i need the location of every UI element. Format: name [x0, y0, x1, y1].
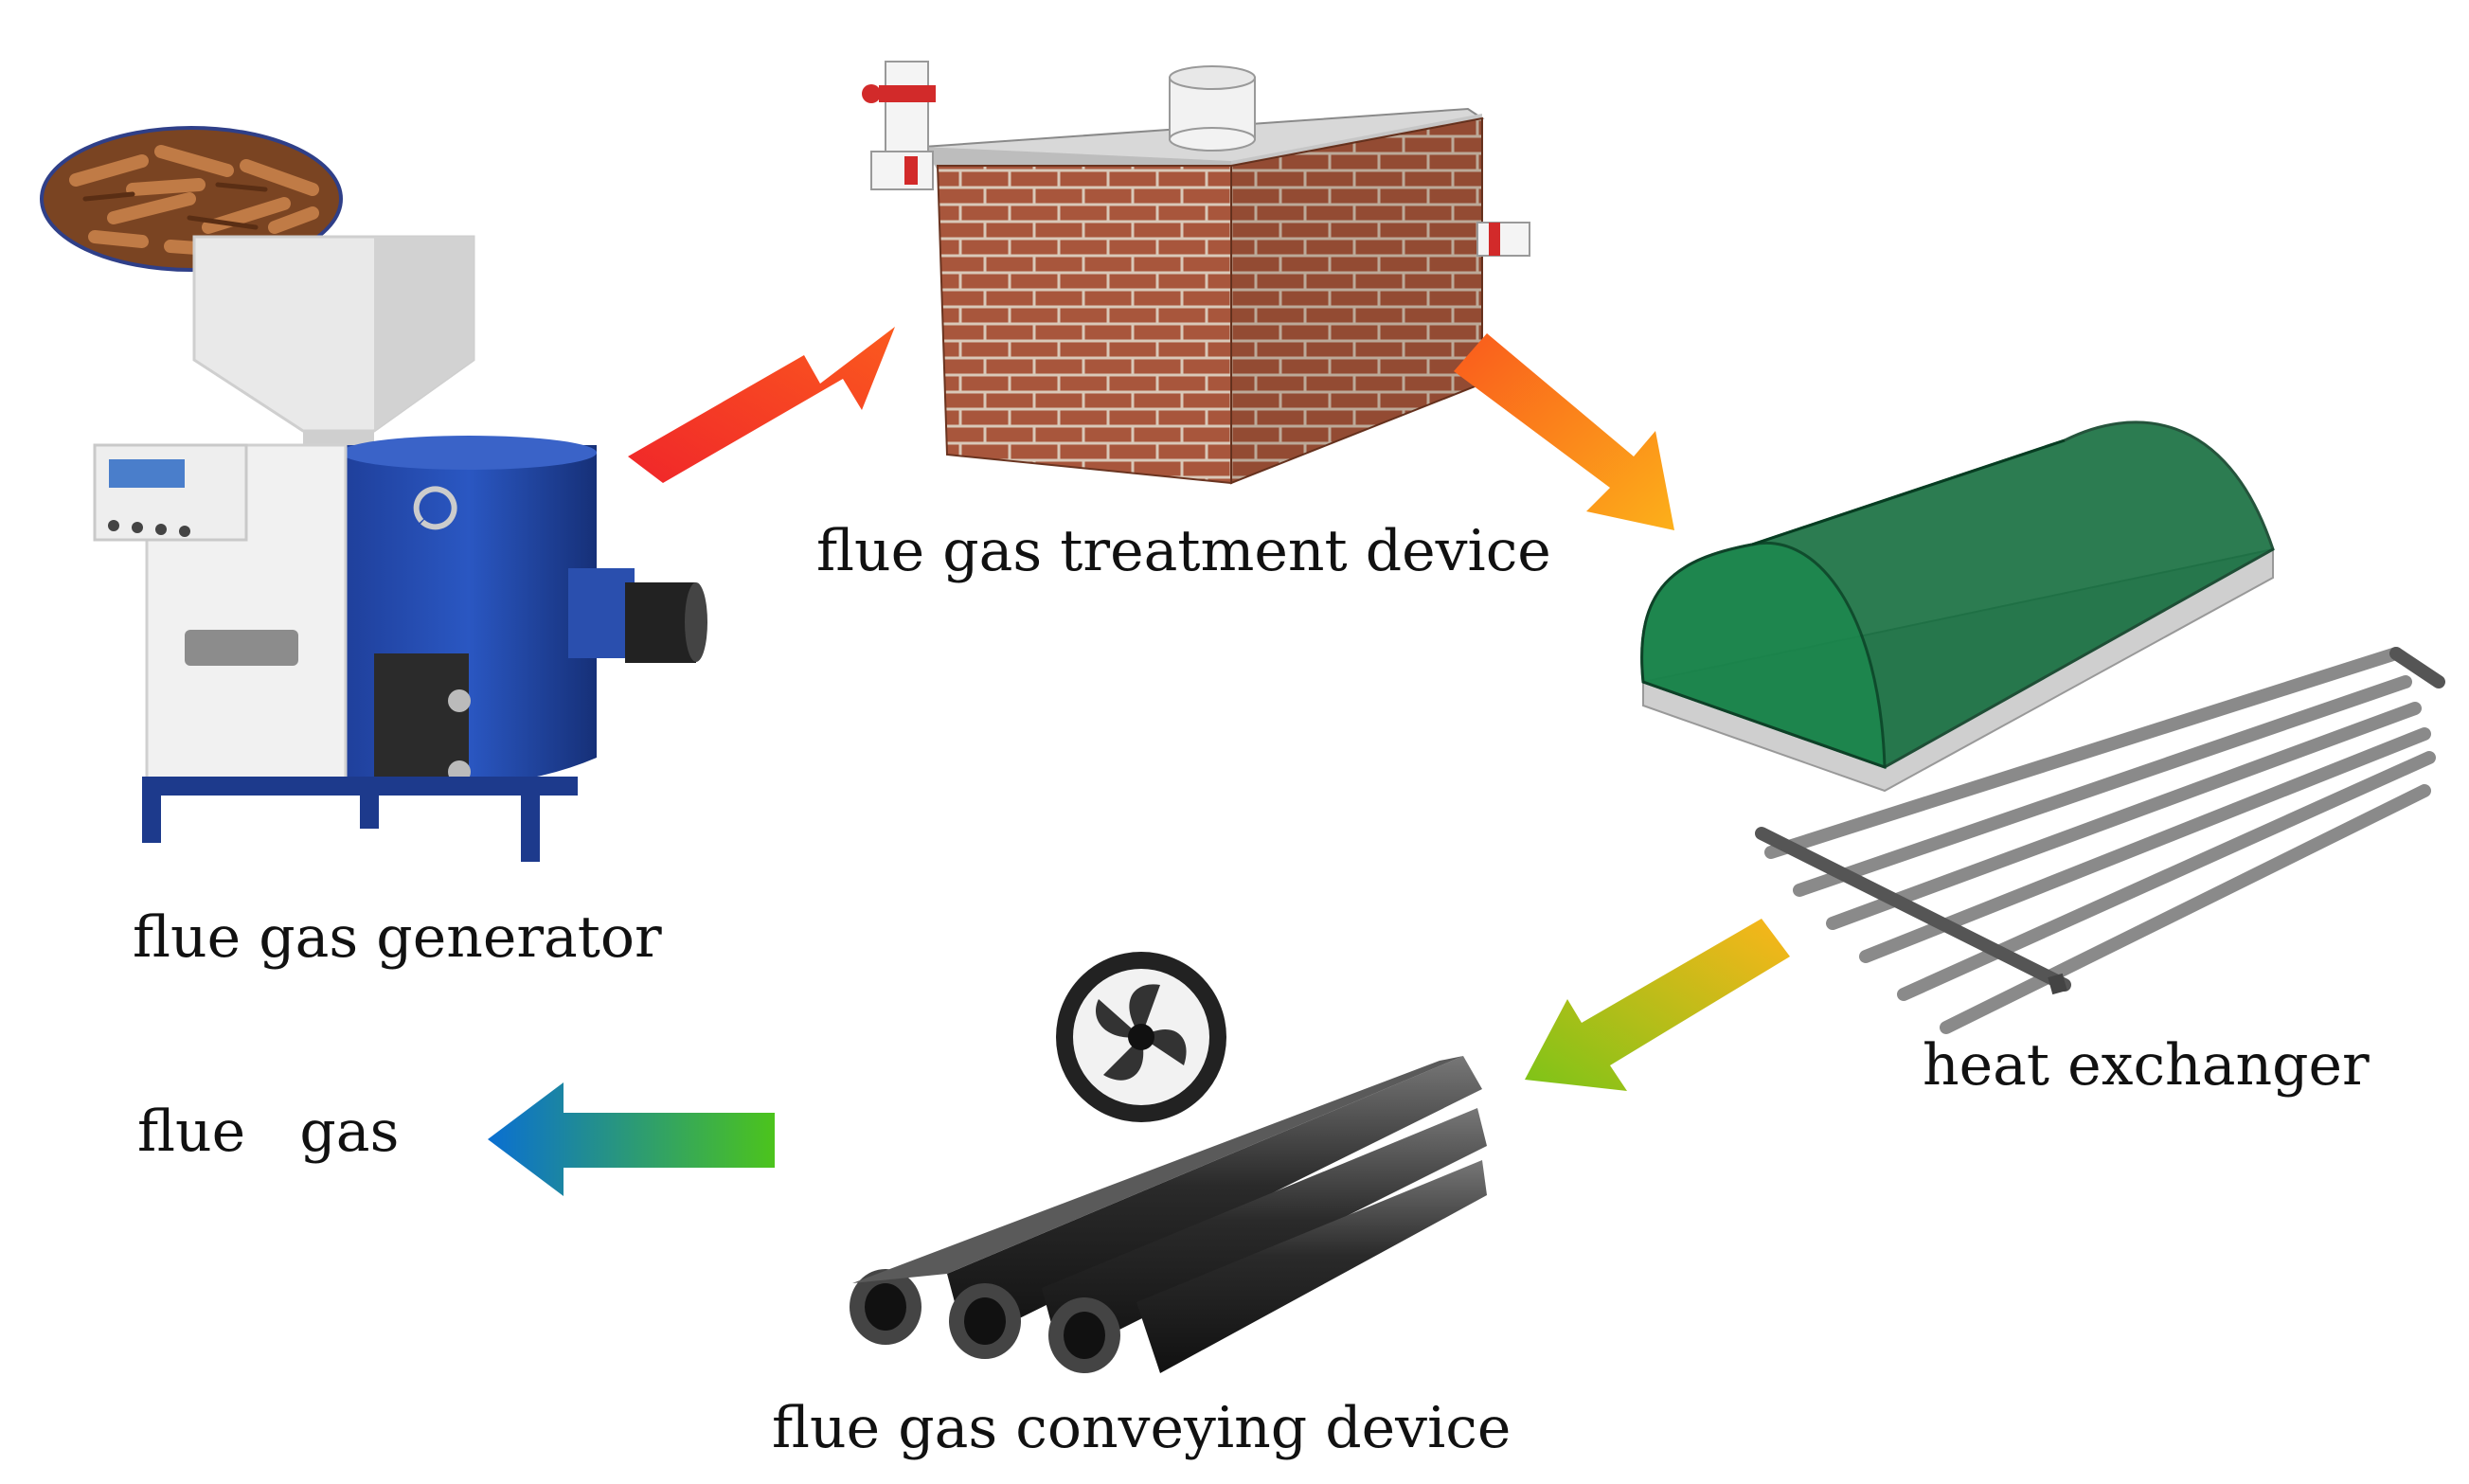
- axial-fan-icon: [1056, 952, 1226, 1122]
- heat-exchanger-illustration: [1640, 420, 2445, 1034]
- flow-arrow-1: [628, 327, 895, 483]
- generator-label: flue gas generator: [133, 904, 662, 971]
- flow-arrow-3: [1525, 919, 1790, 1091]
- treatment-label: flue gas treatment device: [816, 518, 1551, 584]
- pipes-icon: [850, 1056, 1487, 1373]
- conveying-label: flue gas conveying device: [772, 1395, 1512, 1461]
- output-label: flue gas: [137, 1099, 400, 1165]
- generator-illustration: [40, 126, 707, 862]
- treatment-tank-illustration: [862, 61, 1530, 485]
- exchanger-label: heat exchanger: [1923, 1032, 2370, 1099]
- flow-arrow-2: [1454, 333, 1674, 530]
- flow-arrow-4: [488, 1082, 775, 1196]
- conveying-device-illustration: [850, 952, 1487, 1373]
- wood-pellets-icon: [40, 126, 343, 272]
